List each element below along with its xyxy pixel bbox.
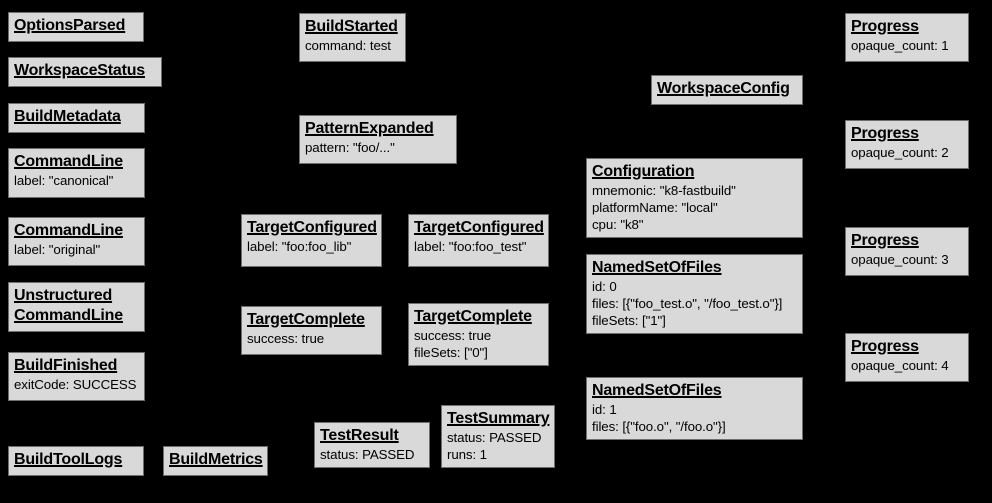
node-attribute-line: success: true [414,328,492,343]
node-attribute-line: label: "canonical" [14,173,114,188]
node-progress-4: Progress opaque_count: 4 [845,333,969,382]
node-attribute-line: pattern: "foo/..." [305,140,395,155]
node-build-metrics: BuildMetrics [163,446,268,476]
node-workspace-status: WorkspaceStatus [8,57,162,87]
node-attribute-line: label: "original" [14,242,101,257]
node-build-started: BuildStarted command: test [299,13,406,62]
node-title: Configuration [592,163,695,180]
node-title: TargetComplete [247,311,365,328]
node-title: TestResult [320,427,399,444]
node-attribute-line: success: true [247,331,325,346]
node-named-set-of-files-1: NamedSetOfFiles id: 1 files: [{"foo.o", "/… [586,377,803,440]
node-title: TargetConfigured [247,219,377,236]
node-title: WorkspaceConfig [657,80,790,97]
node-target-complete-foo-lib: TargetComplete success: true [241,306,382,355]
node-build-tool-logs: BuildToolLogs [8,446,144,476]
node-attribute-line: status: PASSED [447,430,542,445]
node-progress-2: Progress opaque_count: 2 [845,120,969,169]
node-title: TargetComplete [414,308,532,325]
node-attribute-line: mnemonic: "k8-fastbuild" [592,183,736,198]
node-attribute-line: id: 1 [592,402,617,417]
node-title: Progress [851,232,919,249]
node-title: BuildMetrics [169,451,263,468]
node-title: BuildMetadata [14,108,121,125]
node-title: PatternExpanded [305,120,434,137]
node-title: Progress [851,18,919,35]
node-attribute-line: opaque_count: 2 [851,145,949,160]
node-named-set-of-files-0: NamedSetOfFiles id: 0 files: [{"foo_test.o… [586,254,803,334]
node-attribute-line: opaque_count: 1 [851,38,949,53]
node-build-metadata: BuildMetadata [8,103,145,133]
node-title: TestSummary [447,410,550,427]
node-attribute-line: opaque_count: 4 [851,358,949,373]
node-title: NamedSetOfFiles [592,259,722,276]
node-progress-3: Progress opaque_count: 3 [845,227,969,276]
node-title: TargetConfigured [414,219,544,236]
node-attribute-line: status: PASSED [320,447,415,462]
node-options-parsed: OptionsParsed [8,12,144,42]
node-attribute-line: exitCode: SUCCESS [14,377,137,392]
node-title: BuildFinished [14,357,118,374]
node-title: Progress [851,338,919,355]
node-build-finished: BuildFinished exitCode: SUCCESS [8,352,145,401]
node-title: CommandLine [14,222,123,239]
node-attribute-line: label: "foo:foo_test" [414,239,527,254]
node-title: Progress [851,125,919,142]
node-title: BuildToolLogs [14,451,123,468]
node-attribute-line: cpu: "k8" [592,217,644,232]
node-attribute-line: platformName: "local" [592,200,718,215]
node-attribute-line: fileSets: ["1"] [592,313,666,328]
node-test-summary: TestSummary status: PASSED runs: 1 [441,405,555,468]
node-target-configured-foo-test: TargetConfigured label: "foo:foo_test" [408,214,549,267]
node-configuration: Configuration mnemonic: "k8-fastbuild" pla… [586,158,803,238]
node-unstructured-command-line: Unstructured CommandLine [8,282,145,332]
node-attribute-line: runs: 1 [447,447,487,462]
node-attribute-line: opaque_count: 3 [851,252,949,267]
node-test-result: TestResult status: PASSED [314,422,430,468]
node-target-complete-foo-test: TargetComplete success: true fileSets: ["0… [408,303,549,366]
node-attribute-line: id: 0 [592,279,617,294]
node-title: OptionsParsed [14,17,126,34]
node-title: WorkspaceStatus [14,62,145,79]
node-attribute-line: fileSets: ["0"] [414,345,488,360]
node-title: NamedSetOfFiles [592,382,722,399]
node-pattern-expanded: PatternExpanded pattern: "foo/..." [299,115,457,164]
node-attribute-line: label: "foo:foo_lib" [247,239,352,254]
node-workspace-config: WorkspaceConfig [651,75,803,105]
node-target-configured-foo-lib: TargetConfigured label: "foo:foo_lib" [241,214,382,267]
node-title: Unstructured CommandLine [14,287,123,324]
node-attribute-line: command: test [305,38,391,53]
node-attribute-line: files: [{"foo_test.o", "/foo_test.o"}] [592,296,783,311]
node-title: BuildStarted [305,18,398,35]
node-command-line-original: CommandLine label: "original" [8,217,145,266]
node-title: CommandLine [14,153,123,170]
node-command-line-canonical: CommandLine label: "canonical" [8,148,145,198]
node-attribute-line: files: [{"foo.o", "/foo.o"}] [592,419,726,434]
node-progress-1: Progress opaque_count: 1 [845,13,969,62]
